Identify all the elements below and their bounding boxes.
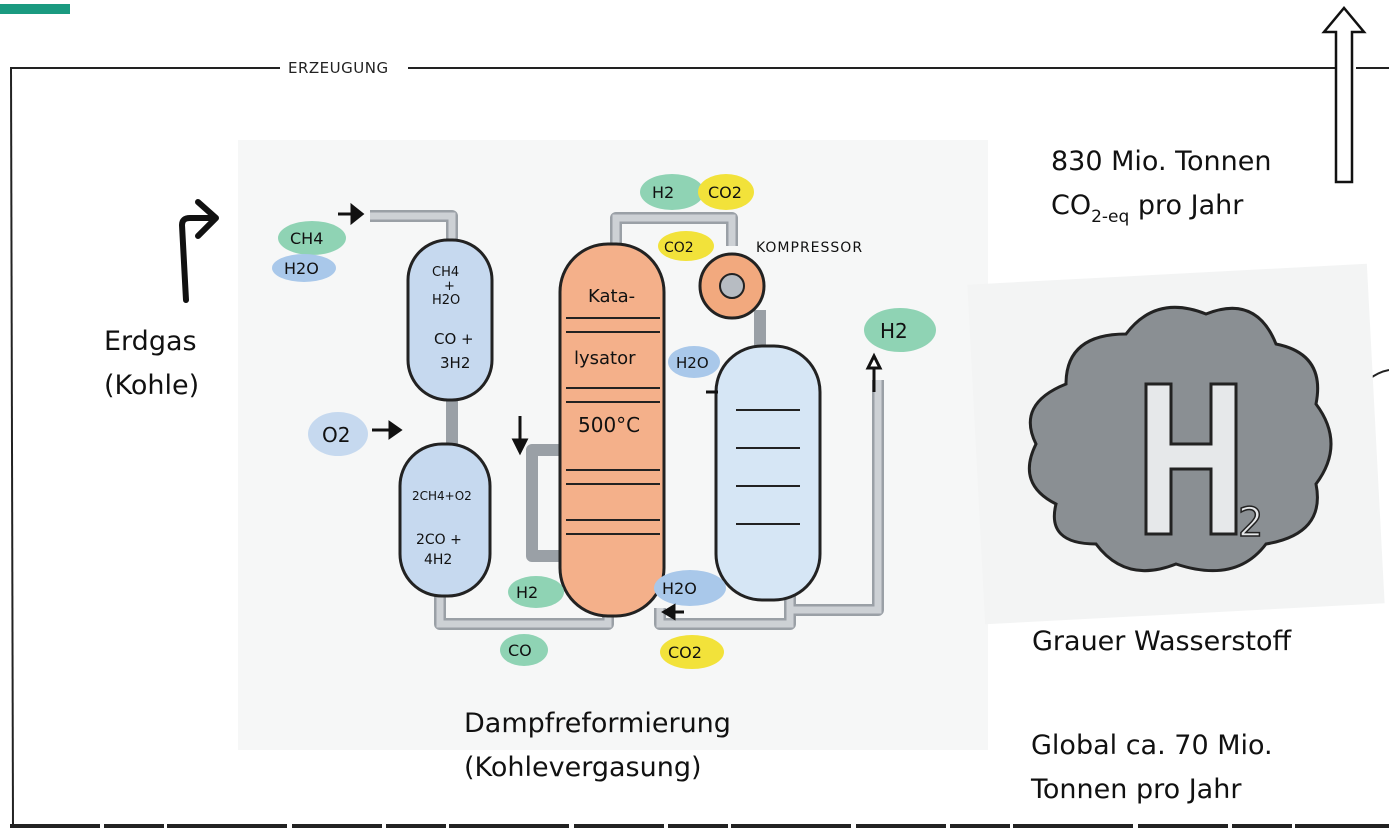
global-production: Global ca. 70 Mio. Tonnen pro Jahr (1031, 724, 1273, 812)
compressor-label: KOMPRESSOR (756, 240, 863, 256)
reactor1-l4: CO + (434, 330, 474, 348)
emissions-line1: 830 Mio. Tonnen (1051, 140, 1272, 184)
reactor-2 (400, 444, 490, 596)
reactor1-l5: 3H2 (440, 354, 470, 372)
product-label: Grauer Wasserstoff (1032, 620, 1291, 664)
reactor1-l1: CH4 (432, 265, 459, 280)
bottom-h2: H2 (516, 583, 538, 602)
bottom-co: CO (508, 641, 532, 660)
catalyst-l3: 500°C (578, 413, 640, 437)
input-line2: (Kohle) (104, 364, 199, 408)
reactor2-l2: 2CO + (416, 532, 462, 548)
emissions-line2: CO2-eq pro Jahr (1051, 184, 1272, 231)
input-label: Erdgas (Kohle) (104, 320, 199, 408)
catalyst-l1: Kata- (588, 286, 635, 307)
co2-suffix: pro Jahr (1129, 190, 1243, 221)
reactor2-l3: 4H2 (424, 552, 452, 568)
process-line2: (Kohlevergasung) (464, 746, 731, 790)
hydrogen-cloud-icon: 2 H (976, 244, 1376, 624)
feed-ch4: CH4 (290, 229, 323, 248)
co2-sub: 2-eq (1091, 207, 1129, 227)
cloud-sub: 2 (1238, 500, 1263, 546)
global-line1: Global ca. 70 Mio. (1031, 724, 1273, 768)
global-line2: Tonnen pro Jahr (1031, 768, 1273, 812)
separator-column (716, 346, 820, 600)
reactor-1 (408, 240, 492, 400)
cloud-letter: H (976, 243, 977, 245)
reactor2-l1: 2CH4+O2 (412, 489, 472, 503)
process-line1: Dampfreformierung (464, 702, 731, 746)
top-co2b: CO2 (664, 240, 694, 256)
emissions-label: 830 Mio. Tonnen CO2-eq pro Jahr (1051, 140, 1272, 231)
h2o-in: H2O (676, 354, 709, 372)
bottom-co2: CO2 (668, 643, 702, 662)
reactor1-l2: + (444, 279, 455, 294)
reactor1-l3: H2O (432, 293, 460, 308)
top-co2: CO2 (708, 183, 742, 202)
co2-main: CO (1051, 190, 1091, 221)
feed-h2o: H2O (284, 259, 319, 278)
top-h2: H2 (652, 183, 674, 202)
bottom-h2o: H2O (662, 579, 697, 598)
feed-o2: O2 (322, 423, 350, 447)
input-line1: Erdgas (104, 320, 199, 364)
catalyst-l2: lysator (574, 348, 636, 369)
process-caption: Dampfreformierung (Kohlevergasung) (464, 702, 731, 790)
h2-out: H2 (880, 319, 908, 343)
